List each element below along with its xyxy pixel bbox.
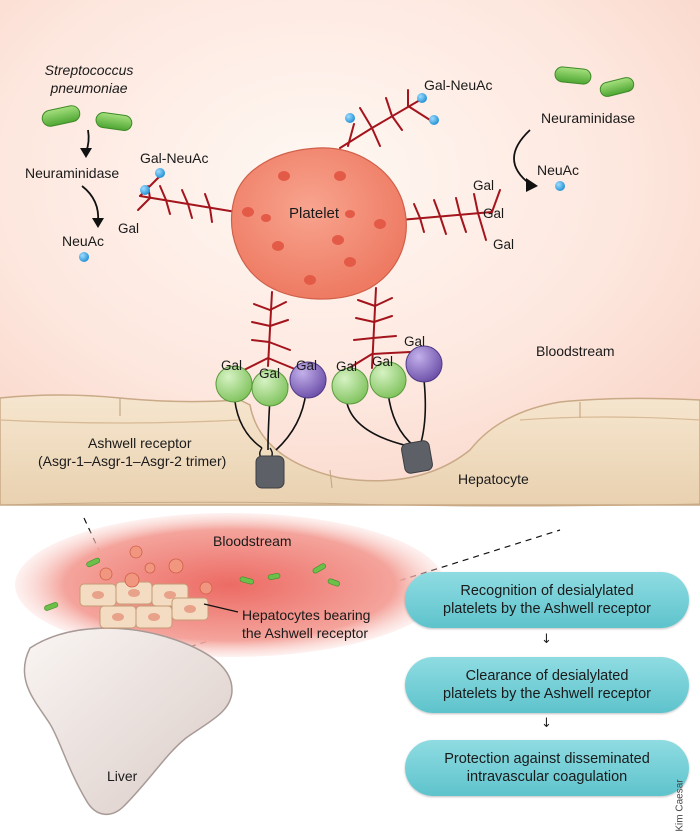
down-arrow-icon: ↓ — [541, 632, 552, 647]
bacteria-icon — [41, 105, 133, 131]
receptor-gal-label: Gal — [296, 358, 318, 373]
neuraminidase-label-right: Neuraminidase — [541, 110, 636, 126]
receptor-gal-label: Gal — [372, 354, 394, 369]
liver-label: Liver — [107, 768, 138, 784]
receptor-gal-label: Gal — [336, 359, 358, 374]
gal-label-right-3: Gal — [493, 237, 515, 252]
neuac-label-right: NeuAc — [537, 162, 580, 178]
step-line1: Recognition of desialylated — [460, 582, 634, 599]
step-recognition: Recognition of desialylated platelets by… — [405, 572, 689, 628]
bacteria-small — [44, 557, 340, 611]
gal-neuac-label-left: Gal-NeuAc — [140, 150, 209, 166]
artist-credit: Kim Caesar — [674, 779, 686, 832]
step-line1: Protection against disseminated — [444, 750, 650, 767]
gal-label-left: Gal — [118, 221, 140, 236]
platelet-label: Platelet — [289, 205, 340, 222]
sialic-acid-icon — [140, 93, 439, 195]
ashwell-receptor-base — [255, 455, 285, 489]
bacteria-icon — [554, 66, 635, 97]
platelet-small — [99, 545, 213, 595]
receptor-gal-label: Gal — [404, 334, 426, 349]
ashwell-receptor-base — [401, 440, 433, 474]
platelet-granules — [242, 171, 386, 285]
bloodstream-label-bottom: Bloodstream — [213, 533, 292, 549]
down-arrow-icon: ↓ — [541, 716, 552, 731]
receptor-gal-label: Gal — [221, 358, 243, 373]
neuraminidase-label-left: Neuraminidase — [25, 165, 120, 181]
neuac-label-left: NeuAc — [62, 233, 105, 249]
step-line1: Clearance of desialylated — [465, 667, 629, 684]
step-line2: intravascular coagulation — [466, 769, 628, 785]
platelet — [231, 147, 407, 300]
organism-name-line2: pneumoniae — [50, 80, 128, 96]
step-protection: Protection against disseminated intravas… — [405, 740, 689, 796]
step-line2: platelets by the Ashwell receptor — [443, 601, 651, 617]
receptor-label-line2: (Asgr-1–Asgr-1–Asgr-2 trimer) — [38, 453, 227, 469]
receptor-label-line1: Ashwell receptor — [88, 435, 192, 451]
bloodstream-label-top: Bloodstream — [536, 343, 615, 359]
sialic-acid-icon — [79, 181, 565, 262]
hepatocytes-label-line1: Hepatocytes bearing — [242, 607, 371, 623]
glycan-chains — [137, 89, 501, 373]
liver — [23, 627, 233, 815]
gal-neuac-label-top: Gal-NeuAc — [424, 77, 493, 93]
organism-name-line1: Streptococcus — [44, 62, 134, 78]
hepatocytes-label-line2: the Ashwell receptor — [242, 625, 369, 641]
step-line2: platelets by the Ashwell receptor — [443, 686, 651, 702]
hepatocyte-label: Hepatocyte — [458, 471, 529, 487]
gal-label-right-2: Gal — [483, 206, 505, 221]
receptor-gal-label: Gal — [259, 366, 281, 381]
receptor-domains — [215, 345, 443, 407]
gal-label-right-1: Gal — [473, 178, 495, 193]
step-clearance: Clearance of desialylated platelets by t… — [405, 657, 689, 713]
